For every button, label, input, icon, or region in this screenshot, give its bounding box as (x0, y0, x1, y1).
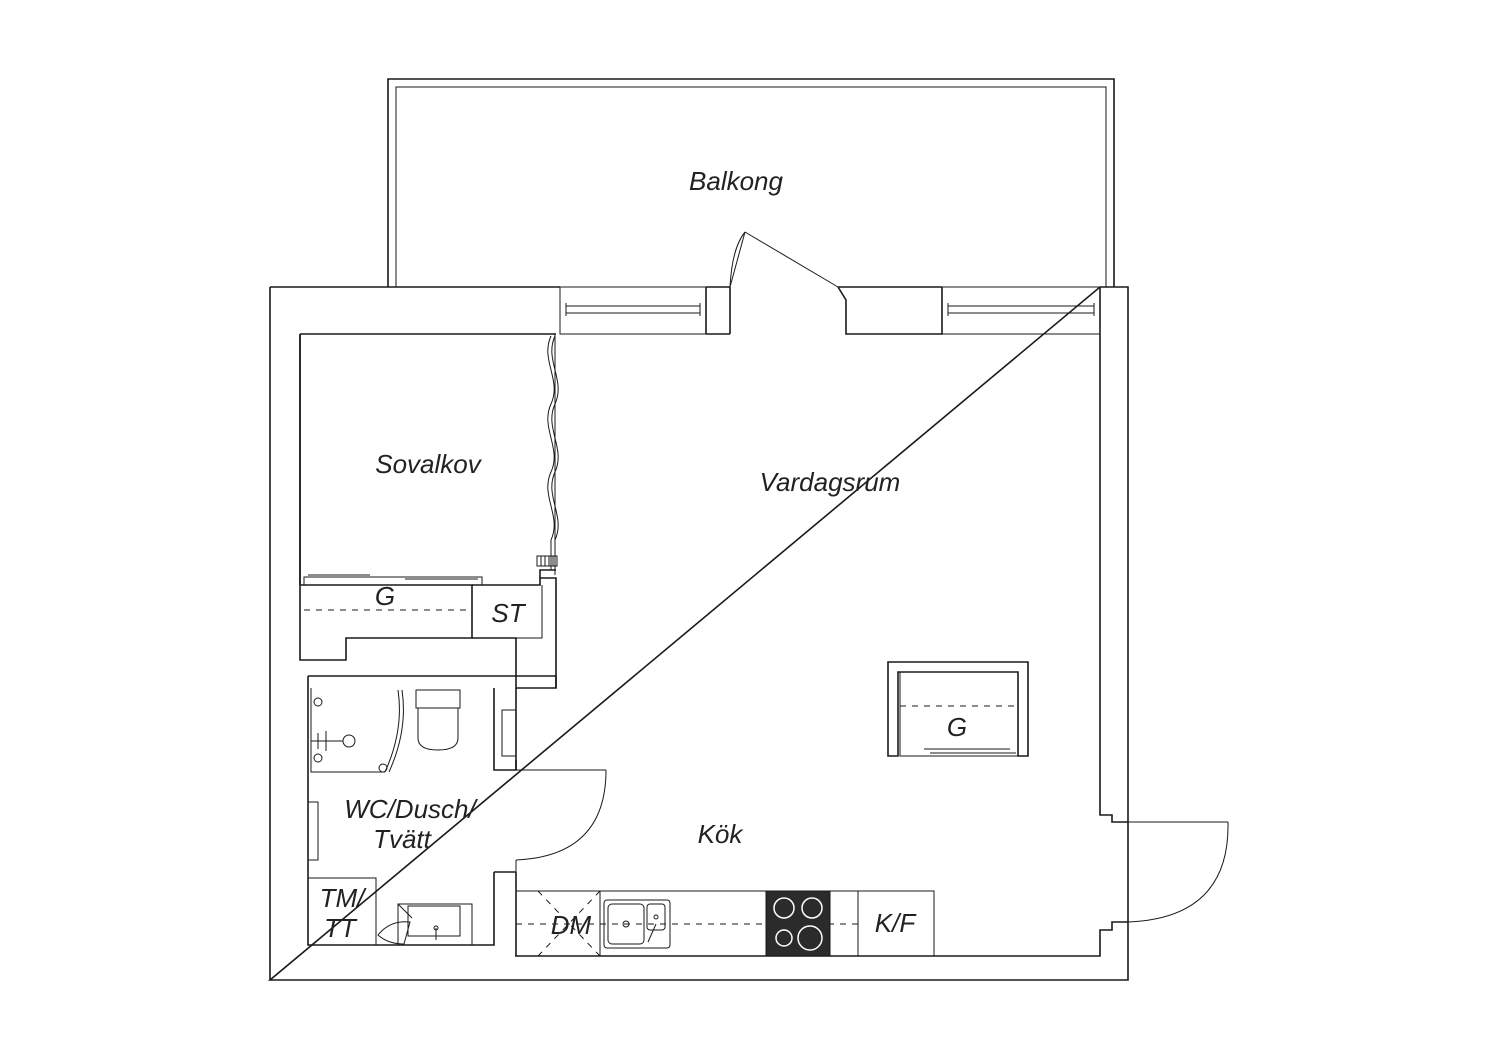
shower (310, 688, 404, 773)
balcony (387, 78, 1115, 287)
stove (765, 890, 831, 957)
balcony-label: Balkong (689, 166, 783, 196)
window-left (559, 286, 707, 335)
bathroom-label-line2: Tvätt (373, 824, 433, 854)
living-room-label: Vardagsrum (760, 467, 901, 497)
entrance-door (1127, 821, 1229, 923)
washer-label-line1: TM/ (320, 883, 368, 913)
window-right (941, 286, 1101, 335)
balcony-door (729, 231, 839, 288)
fridge-freezer-label: K/F (875, 908, 918, 938)
alcove-wardrobe (303, 574, 483, 611)
washer-dryer (307, 877, 377, 946)
towel-rail (307, 709, 517, 861)
washbasin (377, 903, 473, 946)
kitchen-wardrobe (887, 661, 1029, 757)
washer-label-line2: TT (324, 913, 358, 943)
alcove-label: Sovalkov (375, 449, 482, 479)
toilet (415, 689, 461, 751)
bathroom-door (515, 769, 607, 872)
kitchen-counter (515, 890, 935, 957)
kitchen-sink (603, 899, 671, 949)
kitchen-wardrobe-label: G (947, 712, 967, 742)
outer-walls (267, 286, 1129, 981)
alcove-wardrobe-label: G (375, 581, 395, 611)
bathroom-label-line1: WC/Dusch/ (344, 794, 478, 824)
storage-label: ST (491, 598, 526, 628)
storage-closet (471, 569, 557, 689)
dishwasher-label: DM (551, 910, 592, 940)
kitchen-label: Kök (698, 819, 745, 849)
